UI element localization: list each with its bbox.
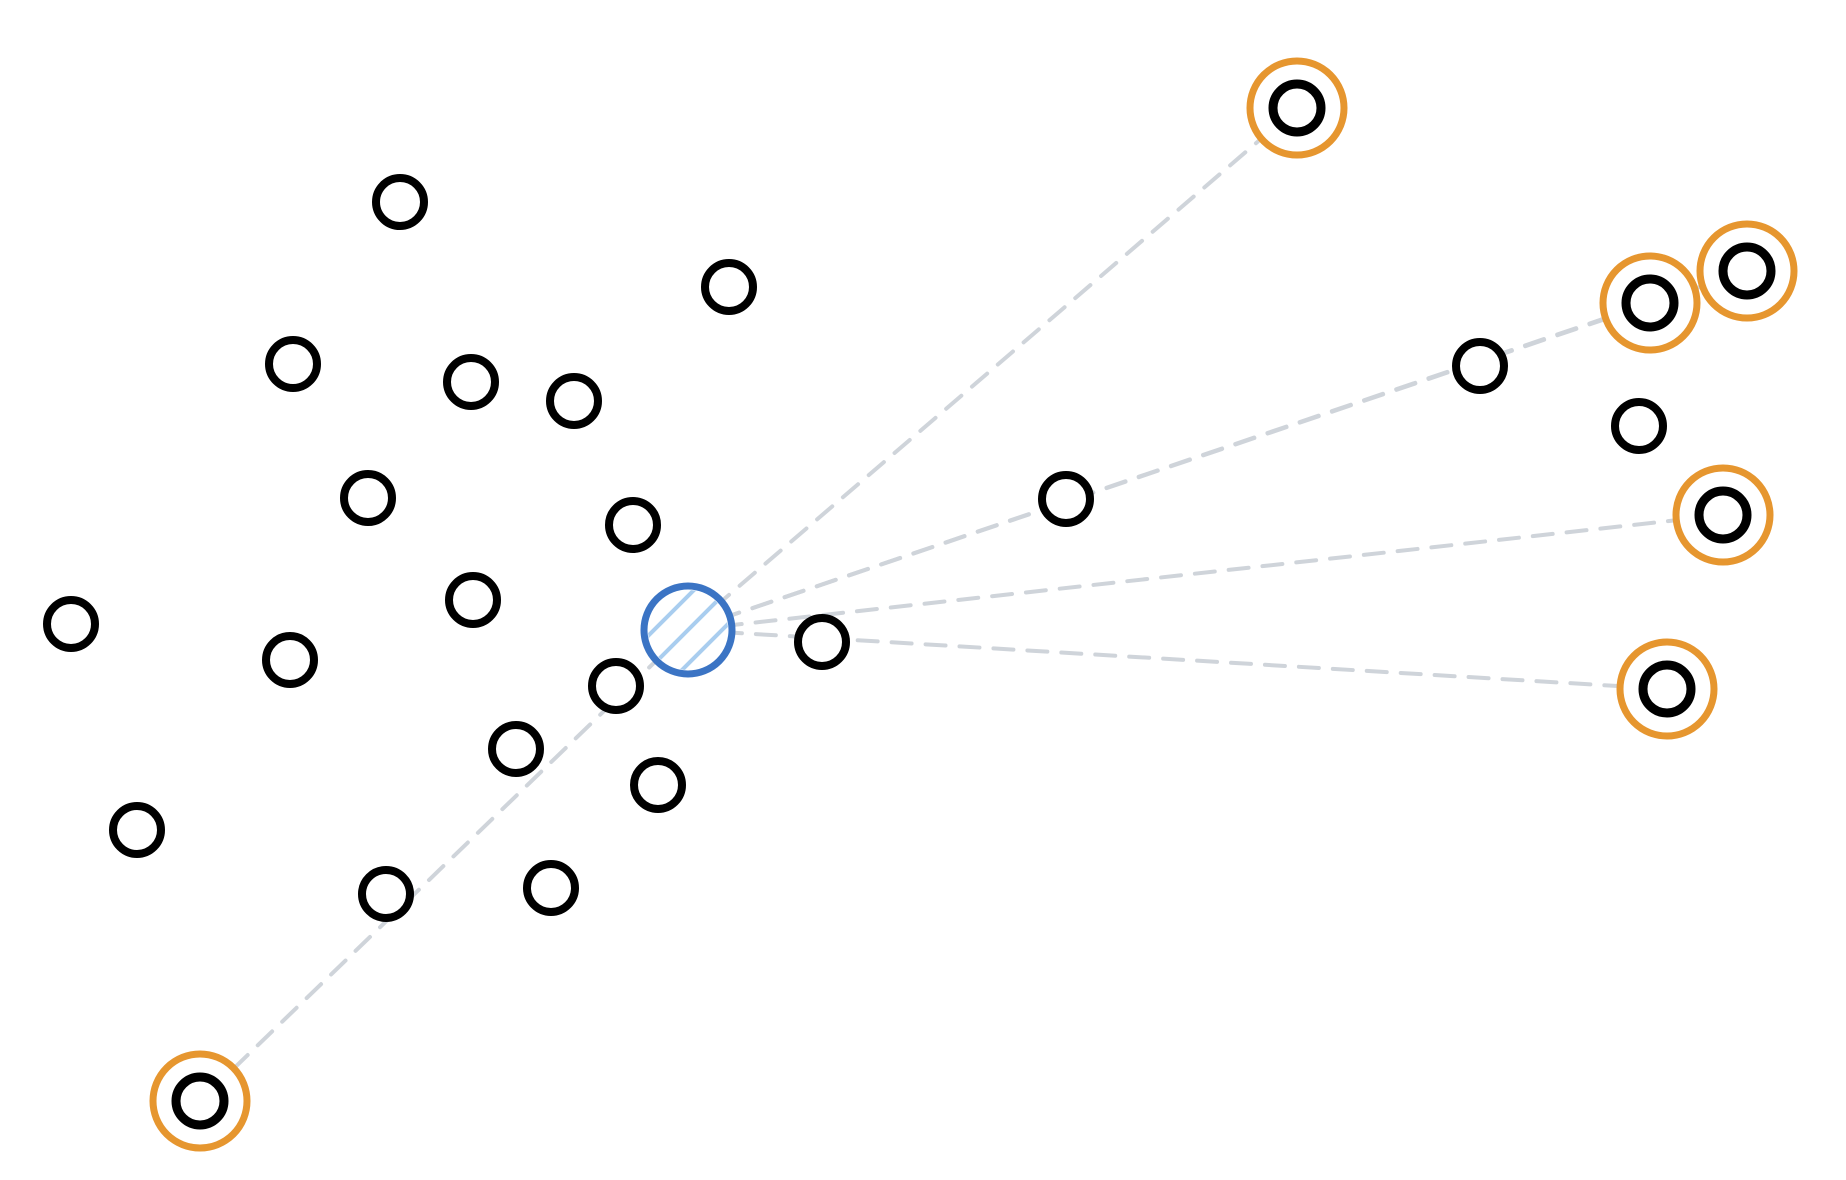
point-layer xyxy=(43,174,1667,922)
connector-layer xyxy=(198,106,1749,1103)
data-point-3 xyxy=(265,336,321,392)
data-point-6 xyxy=(340,470,396,526)
data-point-8 xyxy=(445,572,501,628)
data-point-13 xyxy=(488,721,544,777)
query-hatch-line xyxy=(660,590,728,670)
neighbor-connector-3 xyxy=(686,269,1749,632)
neighbor-point-5 xyxy=(1616,638,1718,740)
data-point-18 xyxy=(1038,471,1094,527)
neighbor-point-2 xyxy=(1599,252,1701,354)
neighbor-core-5 xyxy=(1638,660,1696,718)
data-point-11 xyxy=(794,614,850,670)
data-point-15 xyxy=(109,802,165,858)
neighbor-point-3 xyxy=(1696,220,1798,322)
data-point-2 xyxy=(701,259,757,315)
data-point-16 xyxy=(358,866,414,922)
data-point-19 xyxy=(1452,338,1508,394)
neighbor-core-3 xyxy=(1718,242,1776,300)
data-point-7 xyxy=(605,497,661,553)
query-point xyxy=(640,582,736,678)
neighbor-point-6 xyxy=(149,1050,251,1152)
neighbor-connector-5 xyxy=(686,628,1669,691)
query-layer xyxy=(640,582,736,678)
neighbor-connector-4 xyxy=(686,513,1725,632)
data-point-1 xyxy=(372,174,428,230)
query-hatch xyxy=(648,590,728,670)
neighbor-core-4 xyxy=(1694,486,1752,544)
data-point-14 xyxy=(630,757,686,813)
neighbor-core-6 xyxy=(171,1072,229,1130)
data-point-9 xyxy=(43,596,99,652)
data-point-12 xyxy=(588,658,644,714)
data-point-4 xyxy=(443,354,499,410)
query-hatch-line xyxy=(648,590,716,670)
neighbor-connector-1 xyxy=(686,106,1299,632)
query-outline xyxy=(640,582,736,678)
neighbor-point-1 xyxy=(1246,57,1348,159)
data-point-10 xyxy=(262,632,318,688)
data-point-5 xyxy=(546,373,602,429)
neighbor-core-1 xyxy=(1268,79,1326,137)
query-hatch-line xyxy=(648,590,728,670)
neighbor-point-4 xyxy=(1672,464,1774,566)
neighbor-core-2 xyxy=(1621,274,1679,332)
data-point-17 xyxy=(523,860,579,916)
data-point-20 xyxy=(1611,398,1667,454)
neighbor-layer xyxy=(149,57,1798,1152)
